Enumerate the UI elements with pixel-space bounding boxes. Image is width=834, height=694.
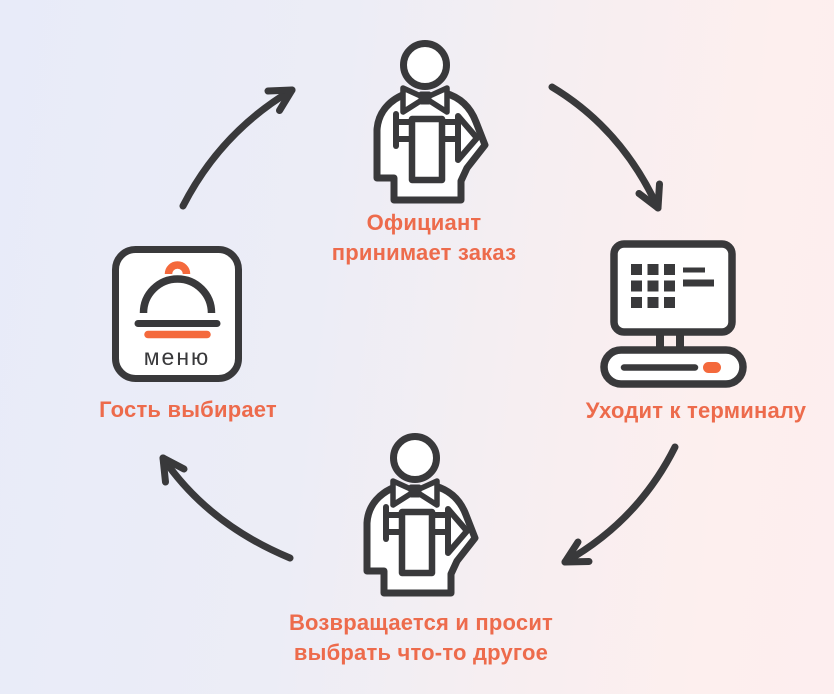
- arrow-top-to-right: [548, 83, 663, 212]
- node-waiter-returns: Возвращается и просит выбрать что-то дру…: [289, 427, 553, 665]
- cloche-dome: [139, 275, 216, 314]
- terminal-power-light: [703, 362, 721, 373]
- waiter-icon: [363, 433, 479, 597]
- cloche-handle: [164, 261, 191, 275]
- menu-icon: меню: [112, 246, 242, 382]
- waiter-icon: [373, 40, 489, 204]
- menu-icon-word: меню: [144, 344, 211, 370]
- label-waiter-returns: Возвращается и просит выбрать что-то дру…: [288, 610, 554, 665]
- arrow-bottom-to-left: [159, 454, 294, 562]
- node-guest-chooses: меню Гость выбирает: [99, 245, 277, 422]
- node-waiter-takes-order: Официант принимает заказ: [332, 34, 516, 265]
- node-terminal: Уходит к терминалу: [586, 238, 806, 423]
- label-waiter-takes-order: Официант принимает заказ: [331, 210, 517, 265]
- arrow-right-to-bottom: [561, 443, 679, 566]
- label-guest-chooses: Гость выбирает: [99, 397, 277, 422]
- keypad-grid: [631, 264, 675, 308]
- label-terminal: Уходит к терминалу: [585, 398, 807, 423]
- pos-terminal-icon: [600, 240, 747, 388]
- arrow-left-to-top: [179, 86, 296, 210]
